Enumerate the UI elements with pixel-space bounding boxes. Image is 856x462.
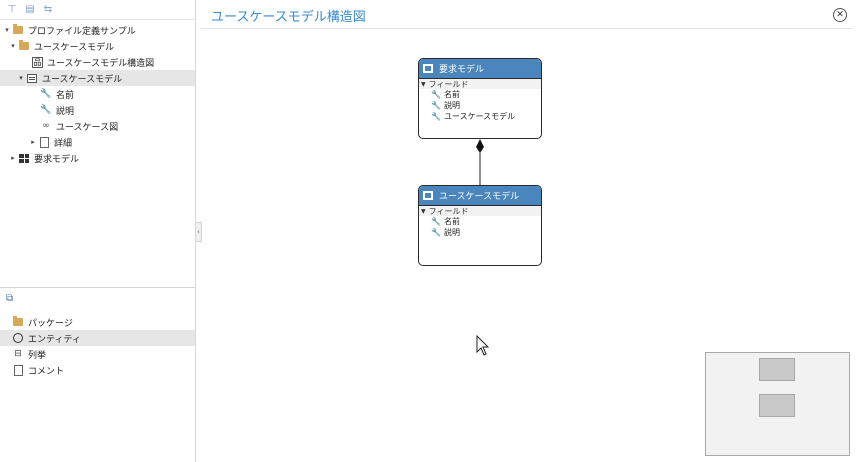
- palette-item-label: パッケージ: [28, 318, 73, 329]
- expand-arrow-icon[interactable]: ▸: [11, 154, 15, 162]
- tree-item-label: ユースケースモデル構造図: [47, 58, 155, 69]
- mouse-cursor-icon: [476, 335, 490, 356]
- collapse-arrow-icon[interactable]: ▼: [421, 80, 426, 88]
- tree-item-label: 詳細: [54, 138, 73, 149]
- folder-icon: [12, 316, 24, 328]
- sync-icon[interactable]: ⇆: [43, 4, 53, 15]
- tree-item-detail[interactable]: ▸ 詳細: [0, 134, 195, 150]
- grid-entity-icon: [18, 152, 30, 164]
- hierarchy-icon[interactable]: ⊤: [7, 4, 17, 15]
- wrench-icon: 🔧: [431, 90, 441, 99]
- palette-item-label: コメント: [28, 366, 65, 377]
- entity-title: 要求モデル: [439, 65, 485, 75]
- enum-icon: ⊟: [14, 349, 22, 359]
- expand-arrow-icon[interactable]: ▸: [31, 138, 35, 146]
- palette-item-package[interactable]: パッケージ: [0, 314, 195, 330]
- minimap-entity: [759, 394, 795, 417]
- diagram-icon: 品: [32, 56, 43, 68]
- collapse-arrow-icon[interactable]: ▼: [421, 207, 426, 215]
- palette-icon: ⧉: [6, 293, 14, 304]
- minimap[interactable]: [705, 352, 850, 456]
- tree-item-label: ユースケース図: [56, 122, 119, 133]
- tree-item-usecase-model-folder[interactable]: ▾ ユースケースモデル: [0, 38, 195, 54]
- tree-item-label: ユースケースモデル: [42, 74, 123, 85]
- entity-header[interactable]: 要求モデル: [419, 59, 541, 79]
- tree-item-structure-diagram[interactable]: 品 ユースケースモデル構造図: [0, 54, 195, 70]
- composition-connector[interactable]: [197, 29, 856, 462]
- left-pane: ⊤ ▤ ⇆ ▾ プロファイル定義サンプル ▾ ユースケースモデル 品 ユースケー…: [0, 0, 196, 462]
- palette-item-comment[interactable]: コメント: [0, 362, 195, 378]
- diamond-icon: [476, 139, 484, 153]
- field-label: 名前: [443, 90, 460, 99]
- diagram-title: ユースケースモデル構造図: [211, 10, 366, 25]
- tree-item-label: プロファイル定義サンプル: [28, 26, 136, 37]
- entity-header-icon: [423, 191, 433, 200]
- entity-usecase-model[interactable]: ユースケースモデル ▼ フィールド 🔧名前 🔧説明: [418, 185, 542, 266]
- field-label: ユースケースモデル: [443, 112, 516, 121]
- folder-icon: [18, 40, 30, 52]
- entity-header-icon: [423, 64, 433, 73]
- title-divider: [201, 28, 853, 29]
- field-label: 説明: [443, 101, 460, 110]
- wrench-icon: 🔧: [40, 89, 52, 99]
- fields-section[interactable]: ▼ フィールド: [419, 206, 541, 216]
- tree-item-label: 要求モデル: [34, 154, 80, 165]
- tree-item-usecase-entity[interactable]: ▾ ユースケースモデル: [0, 70, 195, 86]
- fields-section[interactable]: ▼ フィールド: [419, 79, 541, 89]
- palette-item-entity[interactable]: エンティティ: [0, 330, 195, 346]
- field-label: 説明: [443, 228, 460, 237]
- entity-requirement-model[interactable]: 要求モデル ▼ フィールド 🔧名前 🔧説明 🔧ユースケースモデル: [418, 58, 542, 139]
- minimap-entity: [759, 358, 795, 381]
- expand-arrow-icon[interactable]: ▾: [5, 26, 9, 34]
- section-label: フィールド: [428, 206, 469, 216]
- tree-toolbar: ⊤ ▤ ⇆: [0, 0, 195, 20]
- palette-item-label: エンティティ: [28, 334, 81, 345]
- pane-divider[interactable]: [0, 287, 195, 288]
- tree-item-label: 名前: [56, 90, 75, 101]
- wrench-icon: 🔧: [431, 228, 441, 237]
- diagram-pane: ユースケースモデル構造図 ✕ 要求モデル ▼ フィールド 🔧名前 🔧説明: [197, 0, 856, 462]
- folder-icon: [12, 24, 24, 36]
- model-tree: ▾ プロファイル定義サンプル ▾ ユースケースモデル 品 ユースケースモデル構造…: [0, 22, 195, 166]
- circle-icon: [12, 332, 24, 344]
- entity-field[interactable]: 🔧説明: [419, 100, 541, 111]
- close-icon[interactable]: ✕: [833, 8, 847, 22]
- usecase-diagram-icon: ∞: [42, 121, 50, 131]
- tree-item-usecase-diagram[interactable]: ∞ ユースケース図: [0, 118, 195, 134]
- wrench-icon: 🔧: [40, 105, 52, 115]
- document-stack-icon[interactable]: ▤: [25, 4, 35, 15]
- entity-field[interactable]: 🔧説明: [419, 227, 541, 238]
- wrench-icon: 🔧: [431, 101, 441, 110]
- palette-item-label: 列挙: [28, 350, 47, 361]
- tree-item-label: ユースケースモデル: [34, 42, 115, 53]
- entity-icon: [26, 72, 38, 84]
- wrench-icon: 🔧: [431, 217, 441, 226]
- element-palette: パッケージ エンティティ ⊟ 列挙 コメント: [0, 314, 195, 378]
- expand-arrow-icon[interactable]: ▾: [11, 42, 15, 50]
- tree-item-description-field[interactable]: 🔧 説明: [0, 102, 195, 118]
- tree-item-label: 説明: [56, 106, 75, 117]
- entity-field[interactable]: 🔧名前: [419, 216, 541, 227]
- tree-item-name-field[interactable]: 🔧 名前: [0, 86, 195, 102]
- collapse-pane-button[interactable]: ‹: [196, 222, 202, 242]
- document-icon: [38, 136, 50, 148]
- palette-item-enum[interactable]: ⊟ 列挙: [0, 346, 195, 362]
- diagram-canvas[interactable]: 要求モデル ▼ フィールド 🔧名前 🔧説明 🔧ユースケースモデル ユースケースモ…: [197, 29, 856, 462]
- tree-item-profile[interactable]: ▾ プロファイル定義サンプル: [0, 22, 195, 38]
- entity-title: ユースケースモデル: [439, 192, 520, 202]
- entity-header[interactable]: ユースケースモデル: [419, 186, 541, 206]
- tree-item-requirement-model[interactable]: ▸ 要求モデル: [0, 150, 195, 166]
- section-label: フィールド: [428, 79, 469, 89]
- expand-arrow-icon[interactable]: ▾: [19, 74, 23, 82]
- entity-field[interactable]: 🔧ユースケースモデル: [419, 111, 541, 122]
- wrench-icon: 🔧: [431, 112, 441, 121]
- field-label: 名前: [443, 217, 460, 226]
- comment-icon: [12, 364, 24, 376]
- entity-field[interactable]: 🔧名前: [419, 89, 541, 100]
